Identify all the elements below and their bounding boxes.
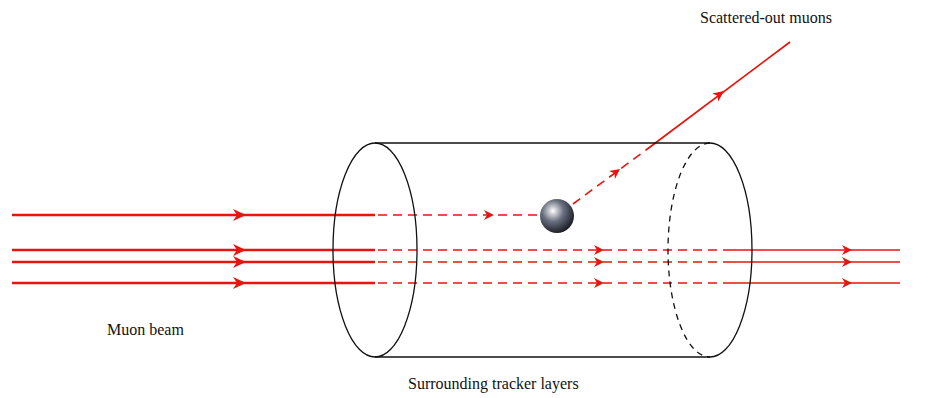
target-object (540, 199, 574, 233)
beam-label: Muon beam (107, 320, 184, 339)
tracker-label: Surrounding tracker layers (408, 374, 579, 393)
arrowheads (233, 87, 852, 289)
muon-beam (12, 42, 900, 283)
tracker-cylinder (333, 143, 752, 357)
scattered-label: Scattered-out muons (700, 8, 832, 27)
